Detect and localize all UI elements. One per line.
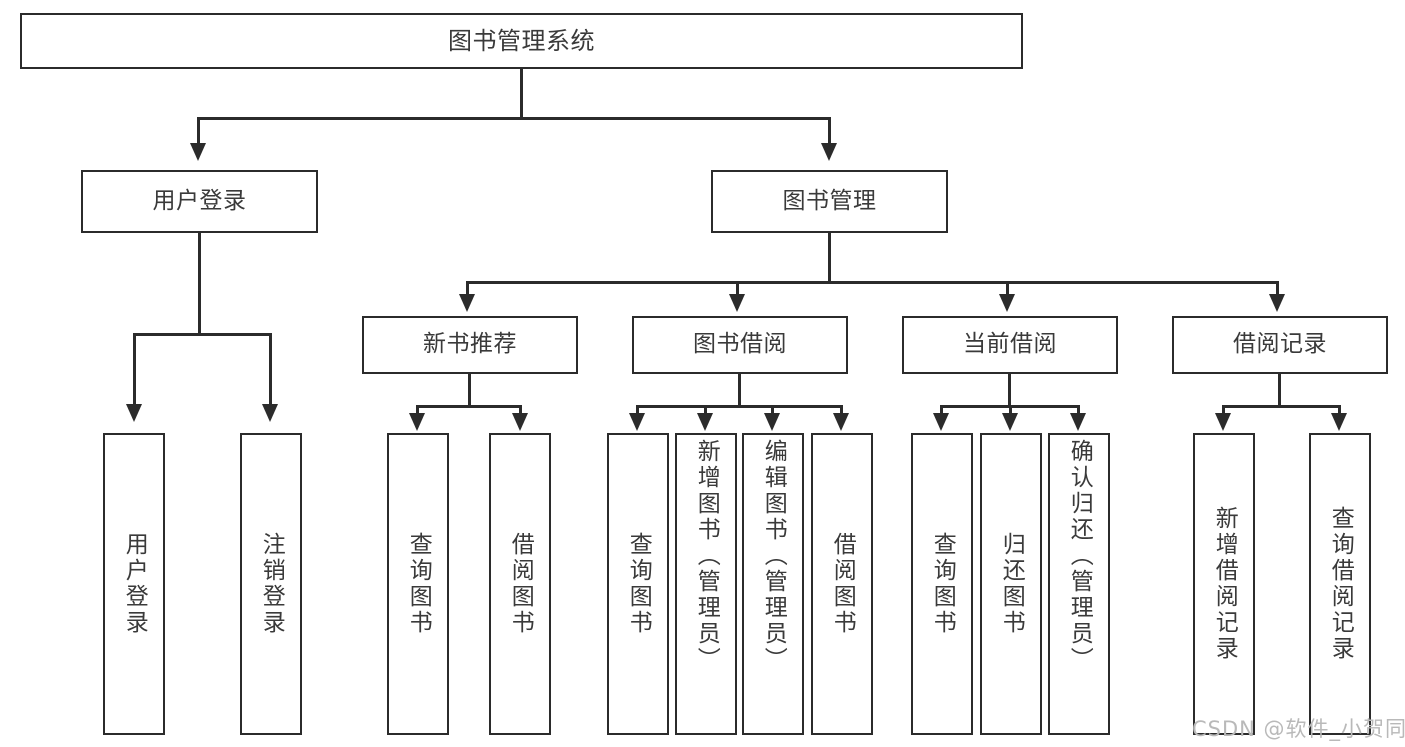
leaf-label: 新增图书（管理员） xyxy=(693,439,720,673)
edge-book-management-stem xyxy=(828,233,831,283)
edge-book-borrow-bus xyxy=(636,405,843,408)
leaf-logout-login[interactable]: 注销登录 xyxy=(240,433,302,735)
leaf-edit-book[interactable]: 编辑图书（管理员） xyxy=(742,433,804,735)
edge-user-login-bus xyxy=(133,333,272,336)
node-book-management[interactable]: 图书管理 xyxy=(711,170,948,233)
edge-root-stem xyxy=(520,69,523,119)
edge-user-login-stem xyxy=(198,233,201,335)
leaf-query-book-1[interactable]: 查询图书 xyxy=(387,433,449,735)
leaf-label: 查询图书 xyxy=(625,532,652,636)
leaf-label: 归还图书 xyxy=(998,532,1025,636)
edge-borrow-record-stem xyxy=(1278,374,1281,407)
leaf-query-book-2[interactable]: 查询图书 xyxy=(607,433,669,735)
arrowhead-borrow-record xyxy=(1269,294,1285,312)
leaf-label: 借阅图书 xyxy=(507,532,534,636)
leaf-label: 借阅图书 xyxy=(829,532,856,636)
edge-br-to-leaf-1 xyxy=(1222,405,1225,415)
edge-book-borrow-stem xyxy=(738,374,741,407)
leaf-borrow-book-2[interactable]: 借阅图书 xyxy=(811,433,873,735)
leaf-label: 用户登录 xyxy=(121,532,148,636)
edge-br-to-leaf-2 xyxy=(1338,405,1341,415)
node-user-login[interactable]: 用户登录 xyxy=(81,170,318,233)
leaf-user-login[interactable]: 用户登录 xyxy=(103,433,165,735)
node-book-management-system[interactable]: 图书管理系统 xyxy=(20,13,1023,69)
node-current-borrow[interactable]: 当前借阅 xyxy=(902,316,1118,374)
edge-bm-to-book-borrow xyxy=(736,281,739,296)
node-label: 图书借阅 xyxy=(693,331,787,358)
edge-bb-to-leaf-3 xyxy=(771,405,774,415)
edge-bm-to-borrow-record xyxy=(1276,281,1279,296)
node-label: 新书推荐 xyxy=(423,331,517,358)
node-label: 图书管理 xyxy=(782,187,877,214)
node-label: 用户登录 xyxy=(152,187,247,214)
edge-bb-to-leaf-1 xyxy=(636,405,639,415)
edge-borrow-record-bus xyxy=(1222,405,1341,408)
leaf-label: 查询图书 xyxy=(929,532,956,636)
arrowhead-to-book-management xyxy=(821,143,837,161)
edge-current-borrow-stem xyxy=(1008,374,1011,407)
leaf-label: 查询图书 xyxy=(405,532,432,636)
leaf-add-borrow-record[interactable]: 新增借阅记录 xyxy=(1193,433,1255,735)
edge-user-login-to-leaf-1 xyxy=(133,333,136,406)
edge-cb-to-leaf-1 xyxy=(940,405,943,415)
node-book-borrow[interactable]: 图书借阅 xyxy=(632,316,848,374)
edge-bm-to-new-book xyxy=(466,281,469,296)
watermark-text: CSDN @软件_小贺同学 xyxy=(1192,717,1405,741)
edge-root-to-book-management xyxy=(828,117,831,145)
arrowhead-leaf-edit-book xyxy=(764,413,780,431)
leaf-label: 查询借阅记录 xyxy=(1327,506,1354,662)
arrowhead-leaf-confirm-return xyxy=(1070,413,1086,431)
edge-cb-to-leaf-2 xyxy=(1009,405,1012,415)
edge-new-book-to-leaf-1 xyxy=(416,405,419,415)
arrowhead-leaf-query-book-1 xyxy=(409,413,425,431)
edge-cb-to-leaf-3 xyxy=(1077,405,1080,415)
leaf-confirm-return[interactable]: 确认归还（管理员） xyxy=(1048,433,1110,735)
node-label: 借阅记录 xyxy=(1233,331,1327,358)
node-new-book-recommend[interactable]: 新书推荐 xyxy=(362,316,578,374)
node-borrow-record[interactable]: 借阅记录 xyxy=(1172,316,1388,374)
edge-book-management-bus xyxy=(466,281,1278,284)
leaf-query-book-3[interactable]: 查询图书 xyxy=(911,433,973,735)
edge-user-login-to-leaf-2 xyxy=(269,333,272,406)
edge-bb-to-leaf-2 xyxy=(704,405,707,415)
arrowhead-leaf-borrow-book-2 xyxy=(833,413,849,431)
arrowhead-leaf-query-book-2 xyxy=(629,413,645,431)
arrowhead-leaf-add-book xyxy=(697,413,713,431)
edge-new-book-stem xyxy=(468,374,471,407)
arrowhead-leaf-return-book xyxy=(1002,413,1018,431)
edge-bm-to-current-borrow xyxy=(1006,281,1009,296)
arrowhead-current-borrow xyxy=(999,294,1015,312)
edge-root-bus xyxy=(197,117,831,120)
arrowhead-new-book-recommend xyxy=(459,294,475,312)
edge-bb-to-leaf-4 xyxy=(840,405,843,415)
arrowhead-leaf-query-book-3 xyxy=(933,413,949,431)
leaf-label: 注销登录 xyxy=(258,532,285,636)
edge-new-book-bus xyxy=(416,405,522,408)
arrowhead-book-borrow xyxy=(729,294,745,312)
node-label: 当前借阅 xyxy=(963,331,1057,358)
arrowhead-leaf-logout-login xyxy=(262,404,278,422)
arrowhead-leaf-user-login xyxy=(126,404,142,422)
edge-new-book-to-leaf-2 xyxy=(519,405,522,415)
arrowhead-leaf-query-borrow-record xyxy=(1331,413,1347,431)
leaf-add-book[interactable]: 新增图书（管理员） xyxy=(675,433,737,735)
leaf-label: 确认归还（管理员） xyxy=(1066,439,1093,673)
leaf-borrow-book-1[interactable]: 借阅图书 xyxy=(489,433,551,735)
arrowhead-leaf-borrow-book-1 xyxy=(512,413,528,431)
leaf-label: 新增借阅记录 xyxy=(1211,506,1238,662)
leaf-label: 编辑图书（管理员） xyxy=(760,439,787,673)
leaf-return-book[interactable]: 归还图书 xyxy=(980,433,1042,735)
arrowhead-to-user-login xyxy=(190,143,206,161)
node-label: 图书管理系统 xyxy=(448,26,595,55)
leaf-query-borrow-record[interactable]: 查询借阅记录 xyxy=(1309,433,1371,735)
edge-root-to-user-login xyxy=(197,117,200,145)
arrowhead-leaf-add-borrow-record xyxy=(1215,413,1231,431)
